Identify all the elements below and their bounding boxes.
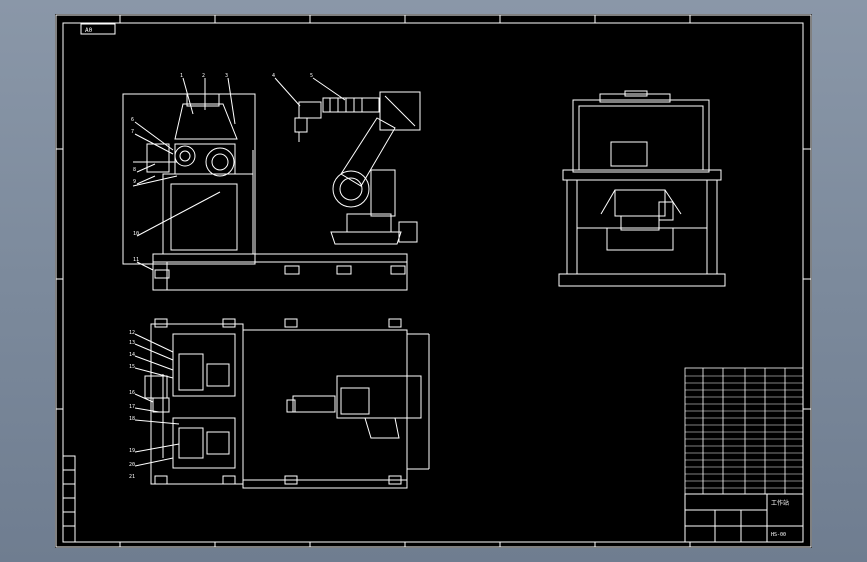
callout-number: 18 [129, 416, 135, 422]
drawing-number: HS-00 [771, 532, 786, 538]
callout-number: 21 [129, 474, 135, 480]
callout-number: 16 [129, 390, 135, 396]
callout-number: 9 [133, 179, 136, 185]
callout-number: 2 [202, 73, 205, 79]
callout-number: 3 [225, 73, 228, 79]
callout-number: 15 [129, 364, 135, 370]
callout-number: 7 [131, 129, 134, 135]
callout-number: 5 [310, 73, 313, 79]
drawing-name: 工作站 [771, 499, 789, 507]
plan-view [134, 318, 430, 489]
side-view-callouts: 1 2 3 4 5 6 7 8 9 10 11 [131, 73, 313, 263]
revision-strip [62, 455, 76, 543]
callout-number: 13 [129, 340, 135, 346]
plan-view-callouts: 12 13 14 15 16 17 18 19 20 21 [129, 330, 135, 480]
end-view [558, 90, 726, 287]
frame-corner-box [80, 23, 116, 35]
zone-ticks [56, 15, 811, 547]
callout-number: 4 [272, 73, 275, 79]
frame-corner-code: A0 [85, 27, 93, 34]
parts-list-rows [685, 375, 803, 489]
callout-number: 17 [129, 404, 135, 410]
title-block [684, 493, 804, 543]
callout-number: 20 [129, 462, 135, 468]
sheet-border [55, 14, 812, 548]
callout-number: 11 [133, 257, 139, 263]
callout-number: 12 [129, 330, 135, 336]
callout-number: 1 [180, 73, 183, 79]
callout-number: 8 [133, 167, 136, 173]
drawing-frame [62, 22, 804, 543]
callout-number: 14 [129, 352, 135, 358]
callout-number: 19 [129, 448, 135, 454]
callout-number: 6 [131, 117, 134, 123]
callout-number: 10 [133, 231, 139, 237]
parts-list [684, 367, 804, 495]
side-view [122, 77, 421, 291]
